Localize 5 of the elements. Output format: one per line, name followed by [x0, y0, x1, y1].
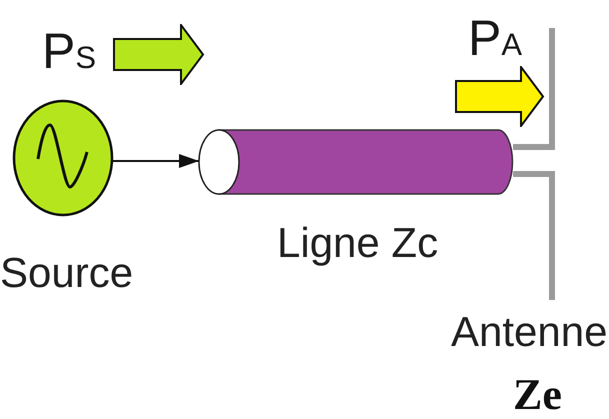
impedance-label: Ze [513, 373, 562, 417]
node-label: Source [0, 252, 134, 294]
node-label: Antenne [451, 311, 608, 353]
arrow [112, 154, 199, 168]
node-label: Ligne Zc [277, 222, 438, 264]
